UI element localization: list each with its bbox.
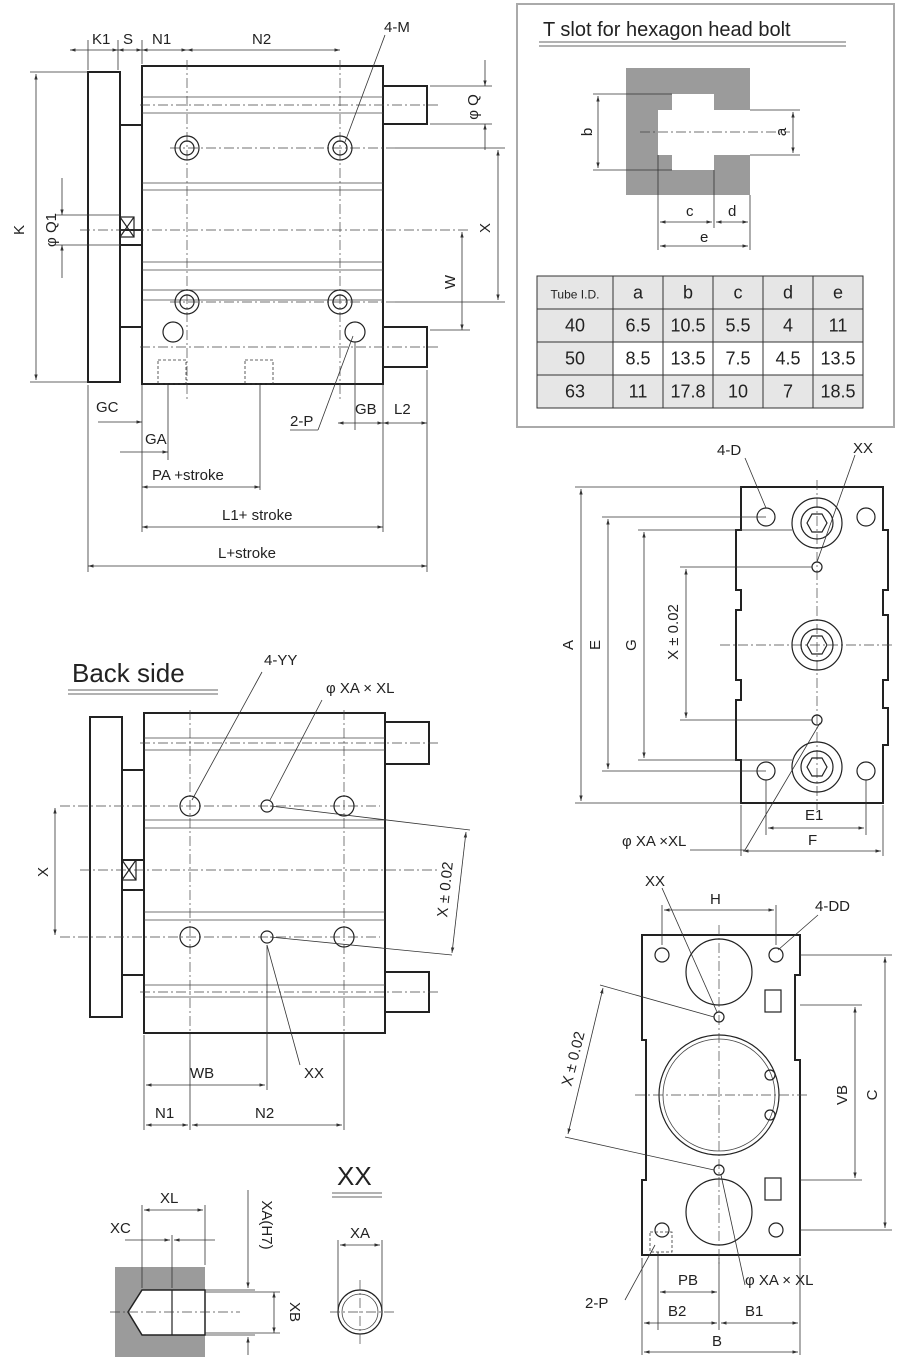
xx-detail: XX XA (330, 1161, 395, 1345)
pin-dim-xl: XL (160, 1190, 178, 1207)
pin-dim-xb: XB (286, 1302, 303, 1322)
dim-ga: GA (145, 431, 167, 448)
end-dim-c: C (864, 1089, 881, 1100)
end-label-2-p: 2-P (585, 1295, 608, 1312)
dim-q: φ Q (465, 94, 482, 120)
table-header-cell: d (783, 283, 793, 303)
table-cell: 13.5 (820, 349, 855, 369)
end-label-xx: XX (645, 873, 665, 890)
right-dim-a: A (560, 640, 577, 650)
back-dim-xtol: X ± 0.02 (434, 861, 457, 918)
pin-dim-xa-h7: XA(H7) (258, 1200, 275, 1249)
xx-dim-xa: XA (350, 1225, 370, 1242)
back-label-xx: XX (304, 1065, 324, 1082)
label-4-m: 4-M (384, 19, 410, 36)
end-dim-b1: B1 (745, 1303, 763, 1320)
pin-dim-xc: XC (110, 1220, 131, 1237)
tslot-table: Tube I.D. a b c d e 40 6.5 10.5 5.5 4 11 50 8.5 13.5 7.… (536, 275, 864, 409)
end-label-4-dd: 4-DD (815, 898, 850, 915)
back-dim-wb: WB (190, 1065, 214, 1082)
table-cell: 6.5 (625, 316, 650, 336)
label-2-p: 2-P (290, 413, 313, 430)
dim-n2: N2 (252, 31, 271, 48)
dim-pa: PA +stroke (152, 467, 224, 484)
pin-detail: XL XC XA(H7) XB (110, 1190, 303, 1357)
dim-k1: K1 (92, 31, 110, 48)
tslot-title: T slot for hexagon head bolt (543, 19, 791, 41)
table-cell: 11 (829, 316, 848, 336)
dim-k: K (11, 225, 28, 235)
back-side-title: Back side (72, 658, 185, 688)
back-label-4-yy: 4-YY (264, 652, 297, 669)
table-cell: 13.5 (670, 349, 705, 369)
front-view: K1 S N1 N2 4-M φ Q X W K φ Q1 (11, 19, 505, 572)
back-side-view: Back side X X ± 0.02 (35, 652, 471, 1130)
table-cell: 4.5 (775, 349, 800, 369)
end-dim-h: H (710, 891, 721, 908)
back-dim-n2: N2 (255, 1105, 274, 1122)
end-plate (87, 71, 121, 383)
table-cell: 63 (565, 382, 585, 402)
table-header-cell: a (633, 283, 644, 303)
end-dim-xtol: X ± 0.02 (559, 1030, 589, 1088)
tslot-dim-c: c (686, 203, 694, 220)
table-header-cell: Tube I.D. (551, 288, 600, 302)
tslot-dim-b: b (579, 128, 596, 136)
dim-l1: L1+ stroke (222, 507, 292, 524)
back-body (143, 712, 386, 1034)
back-dim-n1: N1 (155, 1105, 174, 1122)
tslot-panel: T slot for hexagon head bolt b a c d e T… (516, 3, 895, 428)
table-header-cell: e (833, 283, 843, 303)
top-end-view: A E G X ± 0.02 E1 F 4-D XX φ XA ×XL (560, 440, 895, 856)
bottom-end-view: H C VB X ± 0.02 XX 4-DD PB B2 B1 B φ XA … (559, 873, 892, 1355)
back-label-xaxl: φ XA × XL (326, 680, 395, 697)
table-cell: 5.5 (725, 316, 750, 336)
table-cell: 11 (629, 382, 648, 402)
dim-x: X (477, 223, 494, 233)
end-dim-vb: VB (834, 1085, 851, 1105)
right-dim-e: E (587, 640, 604, 650)
dim-w: W (442, 274, 459, 289)
back-dim-x: X (35, 867, 52, 877)
table-header-cell: b (683, 283, 693, 303)
table-cell: 10.5 (670, 316, 705, 336)
cylinder-body (141, 65, 384, 385)
tslot-shape (626, 68, 750, 195)
dim-l2: L2 (394, 401, 411, 418)
dim-gb: GB (355, 401, 377, 418)
right-dim-e1: E1 (805, 807, 823, 824)
table-cell: 50 (565, 349, 585, 369)
table-cell: 40 (565, 316, 585, 336)
tslot-dim-d: d (728, 203, 736, 220)
table-header-cell: c (734, 283, 743, 303)
tslot-dim-e: e (700, 229, 708, 246)
dim-l: L+stroke (218, 545, 276, 562)
right-dim-f: F (808, 832, 817, 849)
table-cell: 10 (728, 382, 748, 402)
end-label-xaxl: φ XA × XL (745, 1272, 814, 1289)
end-dim-b2: B2 (668, 1303, 686, 1320)
dim-gc: GC (96, 399, 119, 416)
right-label-4-d: 4-D (717, 442, 741, 459)
table-cell: 18.5 (820, 382, 855, 402)
dim-n1: N1 (152, 31, 171, 48)
table-cell: 8.5 (625, 349, 650, 369)
table-cell: 7.5 (725, 349, 750, 369)
dim-q1: φ Q1 (43, 213, 60, 247)
right-label-xaxl: φ XA ×XL (622, 833, 686, 850)
table-cell: 17.8 (670, 382, 705, 402)
right-dim-xtol: X ± 0.02 (665, 604, 682, 660)
tslot-dim-a: a (773, 127, 790, 136)
dim-s: S (123, 31, 133, 48)
right-dim-g: G (623, 639, 640, 651)
table-cell: 4 (783, 316, 793, 336)
end-dim-b: B (712, 1333, 722, 1350)
xx-detail-title: XX (337, 1161, 372, 1191)
end-dim-pb: PB (678, 1272, 698, 1289)
right-label-xx: XX (853, 440, 873, 457)
table-cell: 7 (783, 382, 793, 402)
